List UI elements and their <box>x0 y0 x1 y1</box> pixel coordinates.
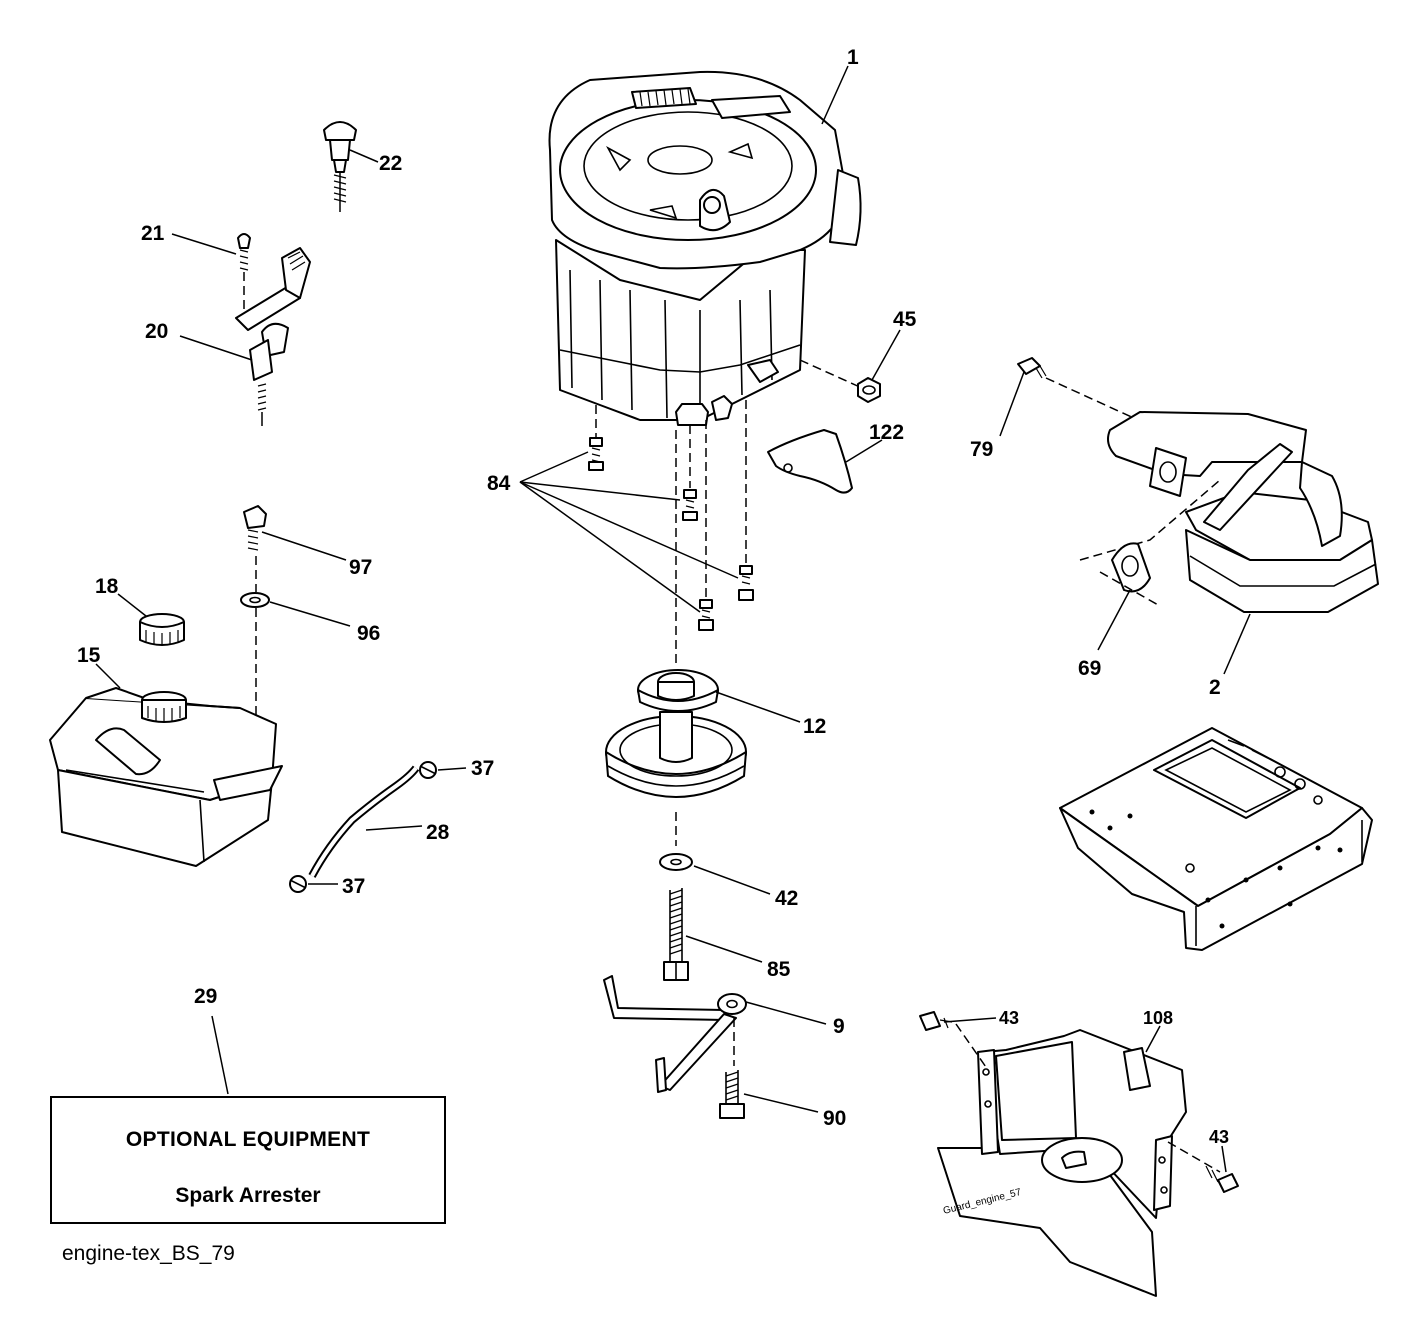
callout-9: 9 <box>833 1015 845 1038</box>
optional-equipment-item: Spark Arrester <box>175 1184 321 1207</box>
callout-45: 45 <box>893 308 917 331</box>
callout-12: 12 <box>803 715 826 738</box>
fuel-cap-part <box>139 613 185 646</box>
idler-arm-part <box>603 975 747 1119</box>
mounting-plate-part <box>1059 727 1373 951</box>
callout-79: 79 <box>970 438 993 461</box>
fuel-tank-part <box>49 687 283 867</box>
engine-guard-part: Guard_engine_57 <box>919 1011 1239 1297</box>
callout-85: 85 <box>767 958 791 981</box>
nut-part <box>799 359 881 403</box>
throttle-control-part <box>235 233 311 426</box>
diagram-code: engine-tex_BS_79 <box>62 1242 235 1265</box>
callout-22: 22 <box>379 152 402 175</box>
pulley-part <box>605 430 747 846</box>
callout-122: 122 <box>869 421 904 444</box>
callout-2: 2 <box>1209 676 1221 699</box>
callout-43-left: 43 <box>999 1008 1019 1028</box>
deflector-part <box>767 429 853 494</box>
callout-29: 29 <box>194 985 217 1008</box>
callout-1: 1 <box>847 46 859 69</box>
callout-37-bottom: 37 <box>342 875 365 898</box>
callout-15: 15 <box>77 644 101 667</box>
callout-42: 42 <box>775 887 798 910</box>
callout-18: 18 <box>95 575 119 598</box>
callout-20: 20 <box>145 320 168 343</box>
pulley-bolt-part <box>659 853 693 981</box>
callout-21: 21 <box>141 222 165 245</box>
engine-part <box>548 70 862 426</box>
fuel-line-part <box>289 761 437 893</box>
optional-equipment-box: OPTIONAL EQUIPMENT Spark Arrester <box>50 1096 446 1224</box>
callout-43-right: 43 <box>1209 1127 1229 1147</box>
callout-28: 28 <box>426 821 450 844</box>
callout-108: 108 <box>1143 1008 1173 1028</box>
engine-bolts-part <box>588 400 754 631</box>
callout-96: 96 <box>357 622 380 645</box>
optional-equipment-title: OPTIONAL EQUIPMENT <box>125 1128 371 1151</box>
callout-90: 90 <box>823 1107 846 1130</box>
callout-37-top: 37 <box>471 757 494 780</box>
muffler-part <box>1017 357 1379 613</box>
choke-knob-part <box>323 121 357 212</box>
callout-69: 69 <box>1078 657 1101 680</box>
callout-84: 84 <box>487 472 511 495</box>
callout-97: 97 <box>349 556 372 579</box>
